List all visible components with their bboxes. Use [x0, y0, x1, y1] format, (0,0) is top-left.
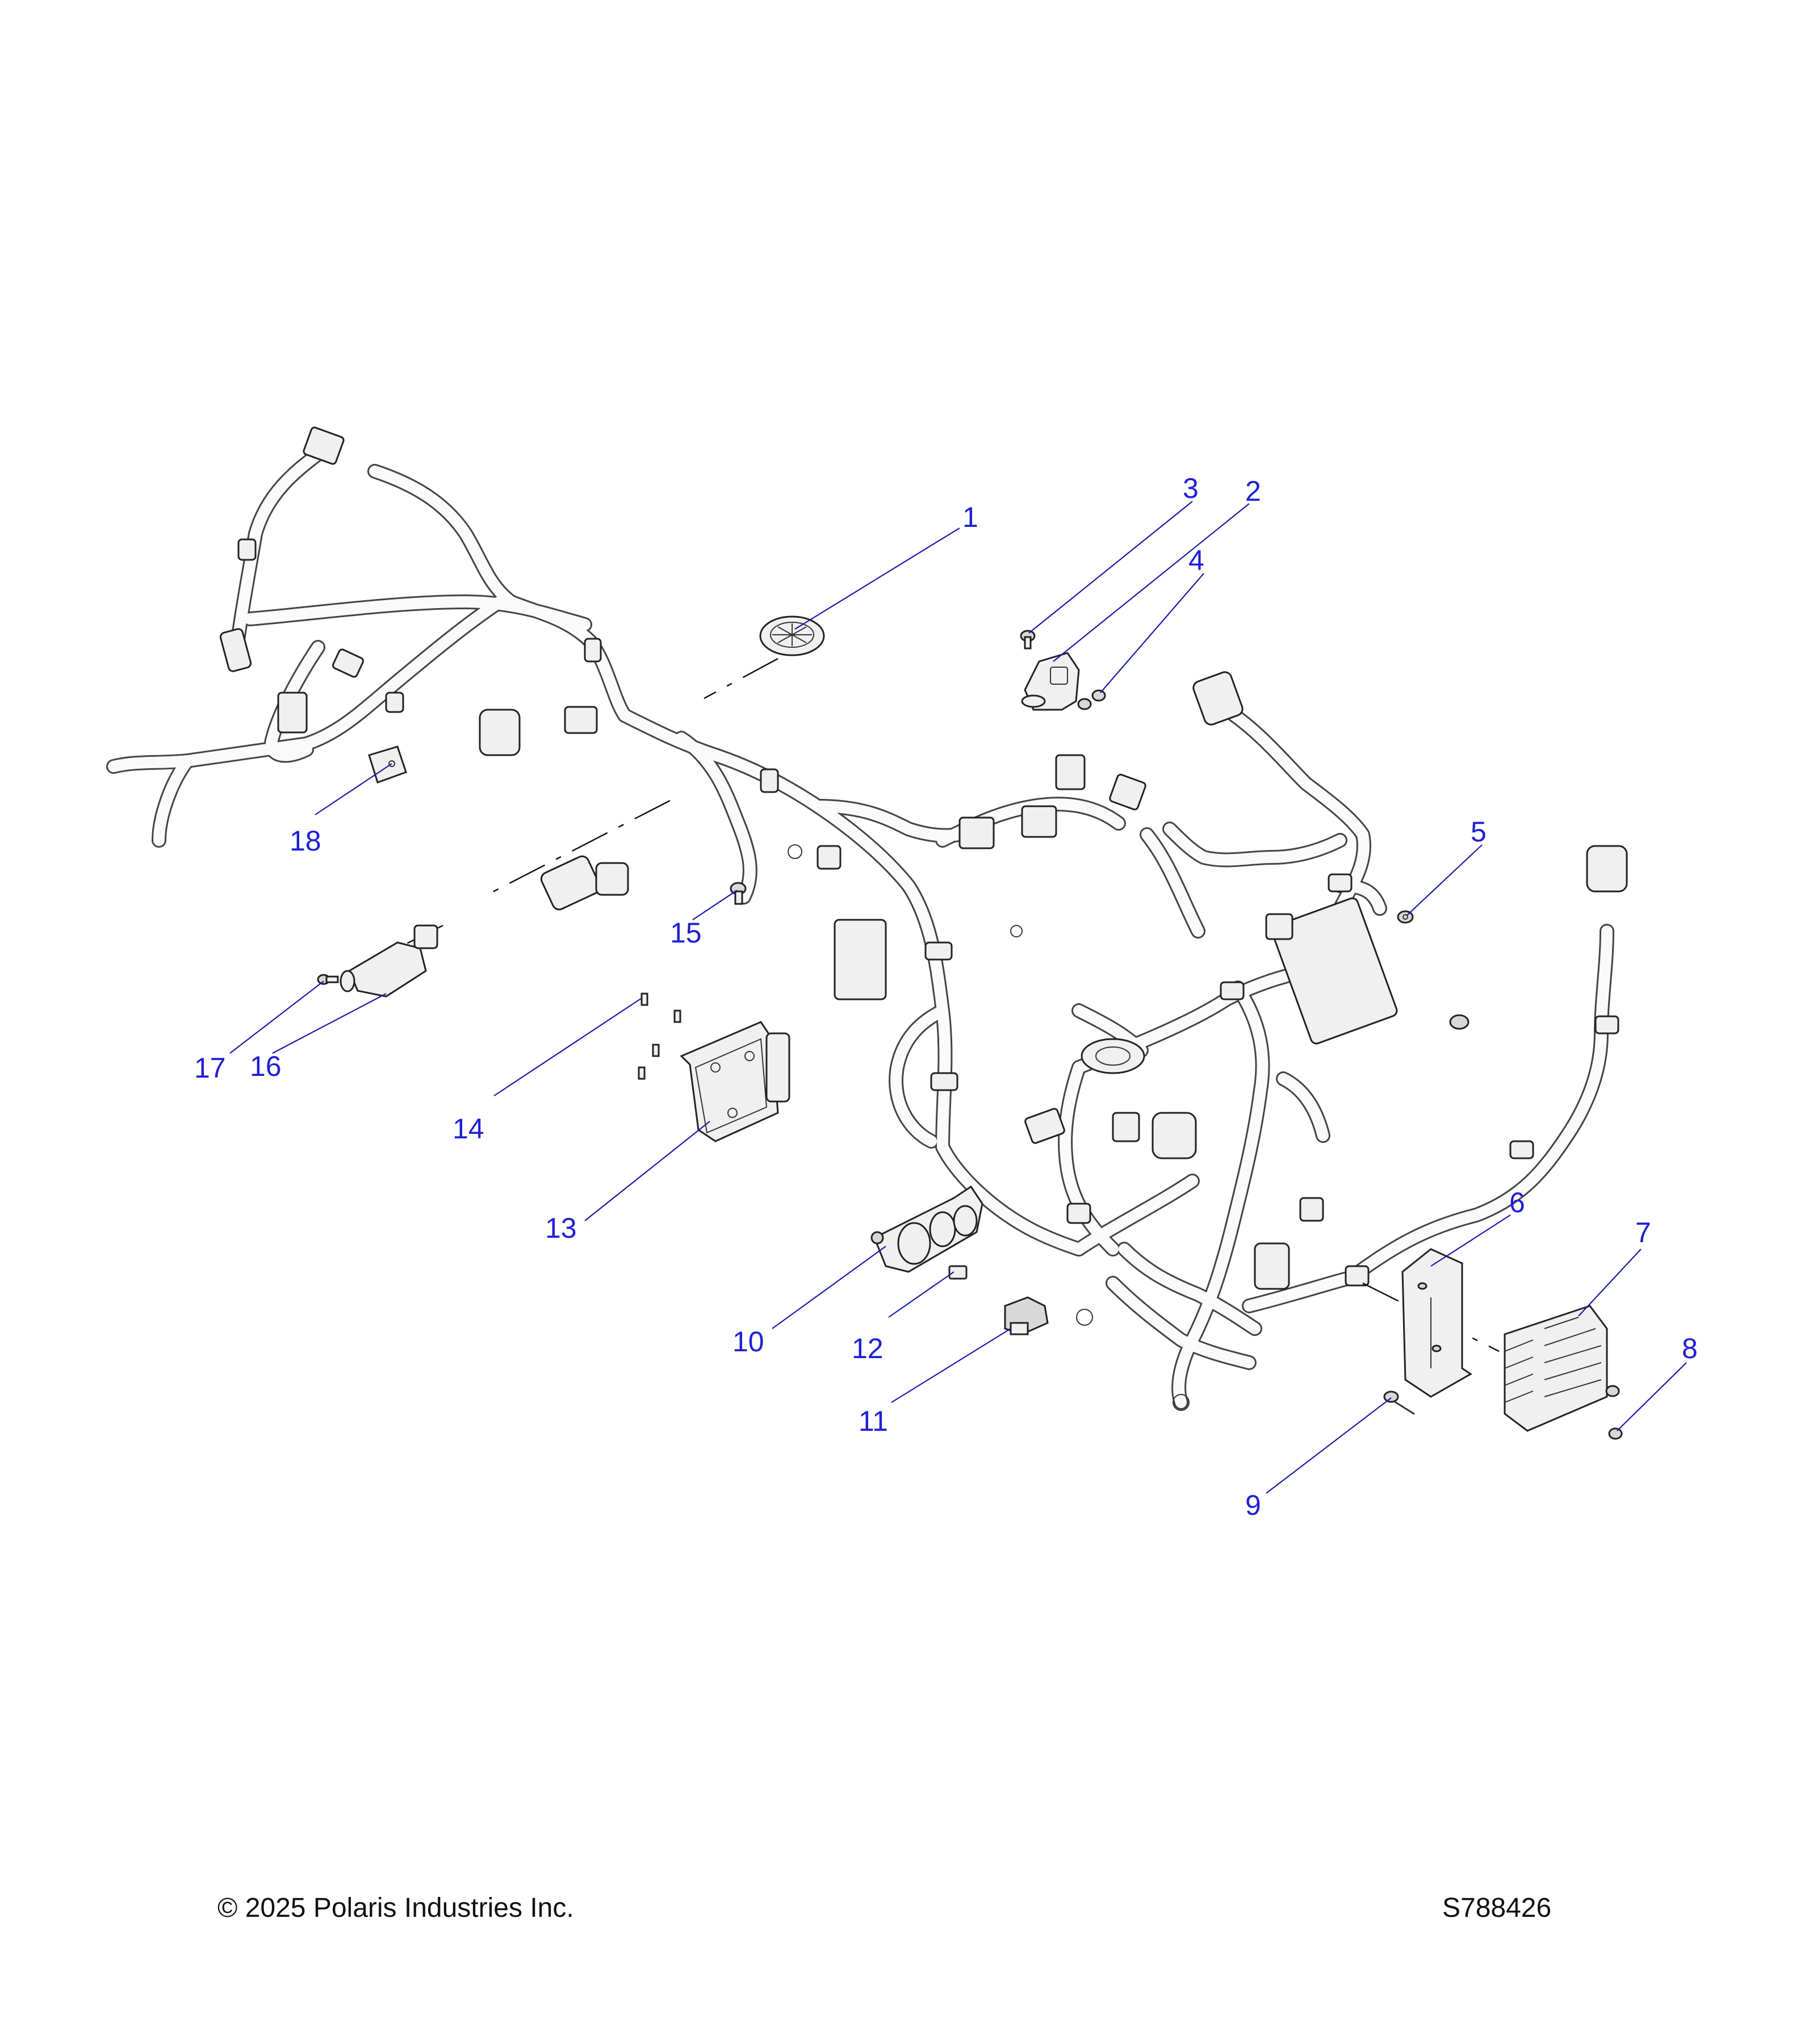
- part-6-mount-bracket: [1401, 1248, 1472, 1398]
- callout-8: 8: [1682, 1333, 1698, 1364]
- callout-11: 11: [859, 1405, 888, 1437]
- callout-10: 10: [732, 1326, 764, 1358]
- part-7-voltage-regulator: [1504, 1305, 1620, 1432]
- leader-lines: [229, 501, 1687, 1494]
- part-14-screw: [638, 992, 681, 1080]
- part-17-screw: [317, 974, 339, 985]
- callout-13: 13: [545, 1212, 577, 1244]
- callout-4: 4: [1188, 544, 1204, 576]
- callout-labels: 1 2 3 4 5 6 7 8 9 10 11 12 13 14 15 16 1…: [194, 472, 1698, 1521]
- part-1-grommet: [759, 615, 825, 656]
- part-5-fastener: [1397, 910, 1414, 924]
- part-9-bolt: [1383, 1390, 1415, 1415]
- callout-3: 3: [1183, 472, 1199, 504]
- part-12-fuse: [948, 1265, 968, 1280]
- figure-id: S788426: [1442, 1893, 1552, 1923]
- part-4-nut: [1077, 689, 1106, 710]
- part-16-sensor: [340, 924, 438, 998]
- callout-6: 6: [1509, 1187, 1525, 1218]
- callout-18: 18: [290, 825, 321, 857]
- part-3-screw: [1020, 630, 1036, 650]
- copyright-notice: © 2025 Polaris Industries Inc.: [217, 1893, 574, 1923]
- part-18-label-plate: [368, 745, 407, 784]
- part-8-nut: [1608, 1427, 1623, 1440]
- callout-7: 7: [1635, 1217, 1651, 1249]
- callout-1: 1: [962, 501, 978, 533]
- callout-2: 2: [1245, 475, 1261, 507]
- callout-12: 12: [852, 1333, 884, 1364]
- callout-16: 16: [250, 1050, 282, 1082]
- part-10-fuse-box: [870, 1185, 983, 1273]
- part-11-relay: [1004, 1296, 1049, 1335]
- callout-5: 5: [1471, 816, 1487, 848]
- callout-9: 9: [1245, 1489, 1261, 1521]
- callout-14: 14: [453, 1113, 484, 1145]
- callout-15: 15: [670, 917, 702, 949]
- part-15-bolt: [730, 882, 747, 905]
- part-13-ecu: [680, 1021, 790, 1142]
- callout-17: 17: [194, 1052, 226, 1084]
- wiring-harness: [106, 426, 1628, 1411]
- part-2-bracket: [1021, 652, 1080, 711]
